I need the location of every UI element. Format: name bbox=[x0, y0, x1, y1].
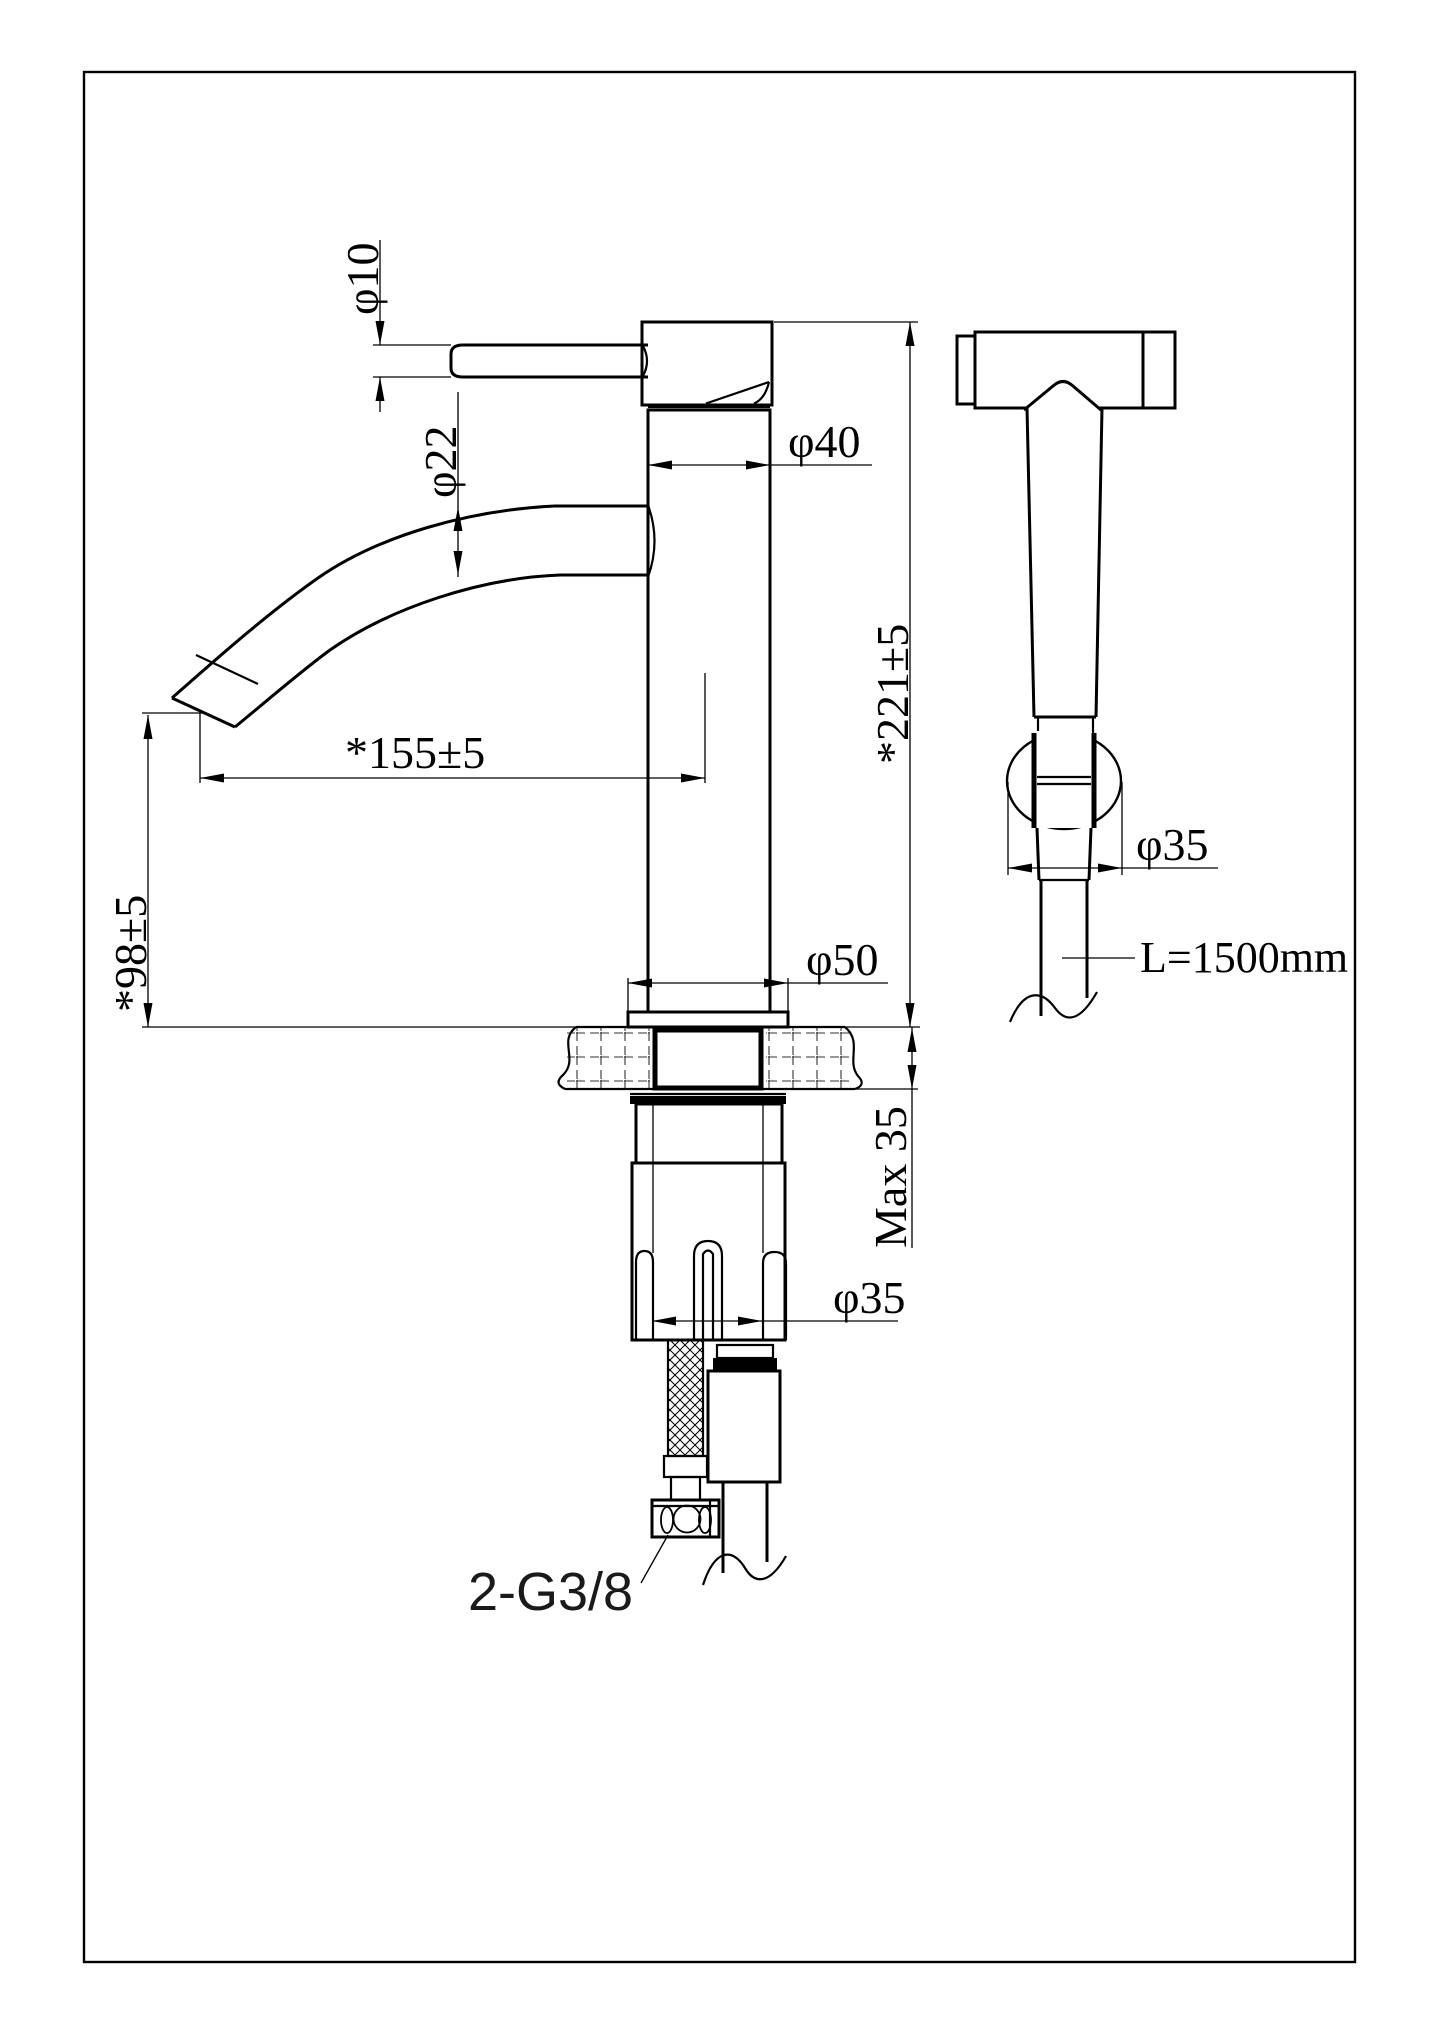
nozzle-mask bbox=[1025, 381, 1100, 410]
mounting-shank bbox=[652, 1027, 764, 1091]
handle-housing-arc bbox=[753, 381, 771, 405]
inlet-tail-middle bbox=[692, 1239, 724, 1340]
dim-spout-tube-diameter: φ22 bbox=[415, 392, 466, 577]
inlet-tail-left bbox=[634, 1249, 655, 1340]
label-98: *98±5 bbox=[105, 895, 156, 1012]
label-221: *221±5 bbox=[867, 624, 918, 764]
dimensions: φ10 φ22 φ40 *155±5 bbox=[105, 240, 1348, 1622]
dim-total-height: *221±5 bbox=[774, 321, 918, 1027]
label-phi50: φ50 bbox=[806, 934, 879, 985]
callout-hose-length: L=1500mm bbox=[1062, 933, 1348, 982]
dim-flange-diameter: φ50 bbox=[627, 934, 888, 1012]
sprayer-tail-left bbox=[1035, 827, 1041, 881]
handle-lever bbox=[449, 343, 648, 379]
callout-inlet-thread: 2-G3/8 bbox=[468, 1534, 669, 1622]
handle-housing bbox=[640, 320, 774, 407]
aerator-seam bbox=[195, 654, 259, 685]
handle-housing-chamfer-line bbox=[705, 380, 770, 405]
label-phi10: φ10 bbox=[337, 242, 388, 315]
side-view-sprayer bbox=[955, 330, 1177, 1023]
label-max35: Max 35 bbox=[865, 1106, 916, 1248]
dim-max-counter-thickness: Max 35 bbox=[865, 1027, 917, 1248]
sprayer-nozzle-cone bbox=[1023, 380, 1102, 412]
valve-housing bbox=[630, 1161, 787, 1342]
bracket-tube-mask bbox=[1036, 731, 1092, 828]
label-phi35-shank: φ35 bbox=[833, 1272, 906, 1323]
dim-spout-reach: *155±5 bbox=[142, 673, 706, 783]
dim-lever-diameter: φ10 bbox=[337, 240, 451, 412]
label-phi40: φ40 bbox=[788, 416, 861, 467]
sprayer-handle-left bbox=[1025, 407, 1036, 718]
spout bbox=[171, 504, 648, 700]
inlet-tail-middle-inner bbox=[701, 1249, 715, 1340]
rubber-washer bbox=[630, 1096, 786, 1104]
drawing-border bbox=[82, 70, 1357, 1964]
counter-break-left bbox=[557, 1026, 577, 1090]
inlet-tail-right bbox=[761, 1250, 788, 1340]
lever-joint-arc bbox=[642, 345, 649, 377]
dim-body-diameter: φ40 bbox=[648, 416, 872, 470]
counter-hatch-left bbox=[567, 1028, 650, 1088]
sprayer-handle-right bbox=[1094, 407, 1104, 718]
sprayer-tail-right bbox=[1087, 827, 1093, 881]
dim-shank-diameter: φ35 bbox=[652, 1272, 906, 1326]
label-155: *155±5 bbox=[345, 727, 485, 778]
sprayer-head-cap bbox=[955, 334, 977, 406]
label-phi35-bracket: φ35 bbox=[1136, 819, 1209, 870]
dim-spout-outlet-height: *98±5 bbox=[105, 715, 156, 1027]
g38-nut-fitting bbox=[650, 1498, 721, 1539]
counter-break-right bbox=[844, 1026, 863, 1091]
hose-break-side bbox=[1008, 991, 1098, 1023]
hose-break-front bbox=[701, 1553, 787, 1586]
sprayer-hose-connector bbox=[701, 1343, 787, 1586]
label-2-g38: 2-G3/8 bbox=[468, 1562, 633, 1622]
braided-hose bbox=[666, 1338, 705, 1458]
spout-body-joint-arc bbox=[646, 504, 656, 578]
dim-bracket-diameter: φ35 bbox=[1007, 782, 1218, 875]
counter-hatch-right bbox=[766, 1028, 852, 1088]
label-phi22: φ22 bbox=[415, 425, 466, 498]
label-hose-length: L=1500mm bbox=[1140, 933, 1348, 982]
spout-underside bbox=[234, 573, 648, 729]
front-view-mixer bbox=[142, 320, 920, 1586]
